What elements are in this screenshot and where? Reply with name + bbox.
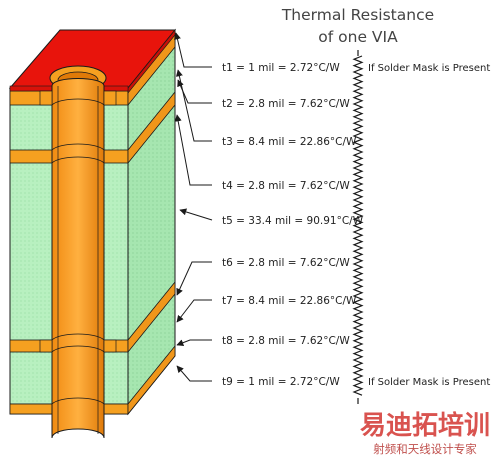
- layer-label-t9: t9 = 1 mil = 2.72°C/W: [222, 376, 340, 388]
- layer-label-t2: t2 = 2.8 mil = 7.62°C/W: [222, 98, 350, 110]
- side-copper-layers: [127, 31, 176, 416]
- title-line-2: of one VIA: [318, 28, 398, 46]
- layer-label-t6: t6 = 2.8 mil = 7.62°C/W: [222, 257, 350, 269]
- note-top-solder-mask: If Solder Mask is Present: [368, 63, 490, 74]
- layer-label-t5: t5 = 33.4 mil = 90.91°C/W: [222, 215, 364, 227]
- note-bottom-solder-mask: If Solder Mask is Present: [368, 377, 490, 388]
- title-line-1: Thermal Resistance: [281, 6, 434, 24]
- watermark-subtext: 射频和天线设计专家: [373, 442, 477, 456]
- layer-label-t7: t7 = 8.4 mil = 22.86°C/W: [222, 295, 357, 307]
- watermark: 易迪拓培训 射频和天线设计专家: [360, 411, 490, 456]
- via-barrel: [51, 78, 105, 439]
- pcb-stack: [8, 28, 177, 439]
- layer-labels: t1 = 1 mil = 2.72°C/W t2 = 2.8 mil = 7.6…: [222, 62, 364, 388]
- resistor-chain: [352, 50, 364, 404]
- layer-label-t3: t3 = 8.4 mil = 22.86°C/W: [222, 136, 357, 148]
- watermark-logo-text: 易迪拓培训: [360, 411, 490, 441]
- layer-label-t1: t1 = 1 mil = 2.72°C/W: [222, 62, 340, 74]
- layer-label-t4: t4 = 2.8 mil = 7.62°C/W: [222, 180, 350, 192]
- layer-label-t8: t8 = 2.8 mil = 7.62°C/W: [222, 335, 350, 347]
- leader-lines: [174, 32, 213, 382]
